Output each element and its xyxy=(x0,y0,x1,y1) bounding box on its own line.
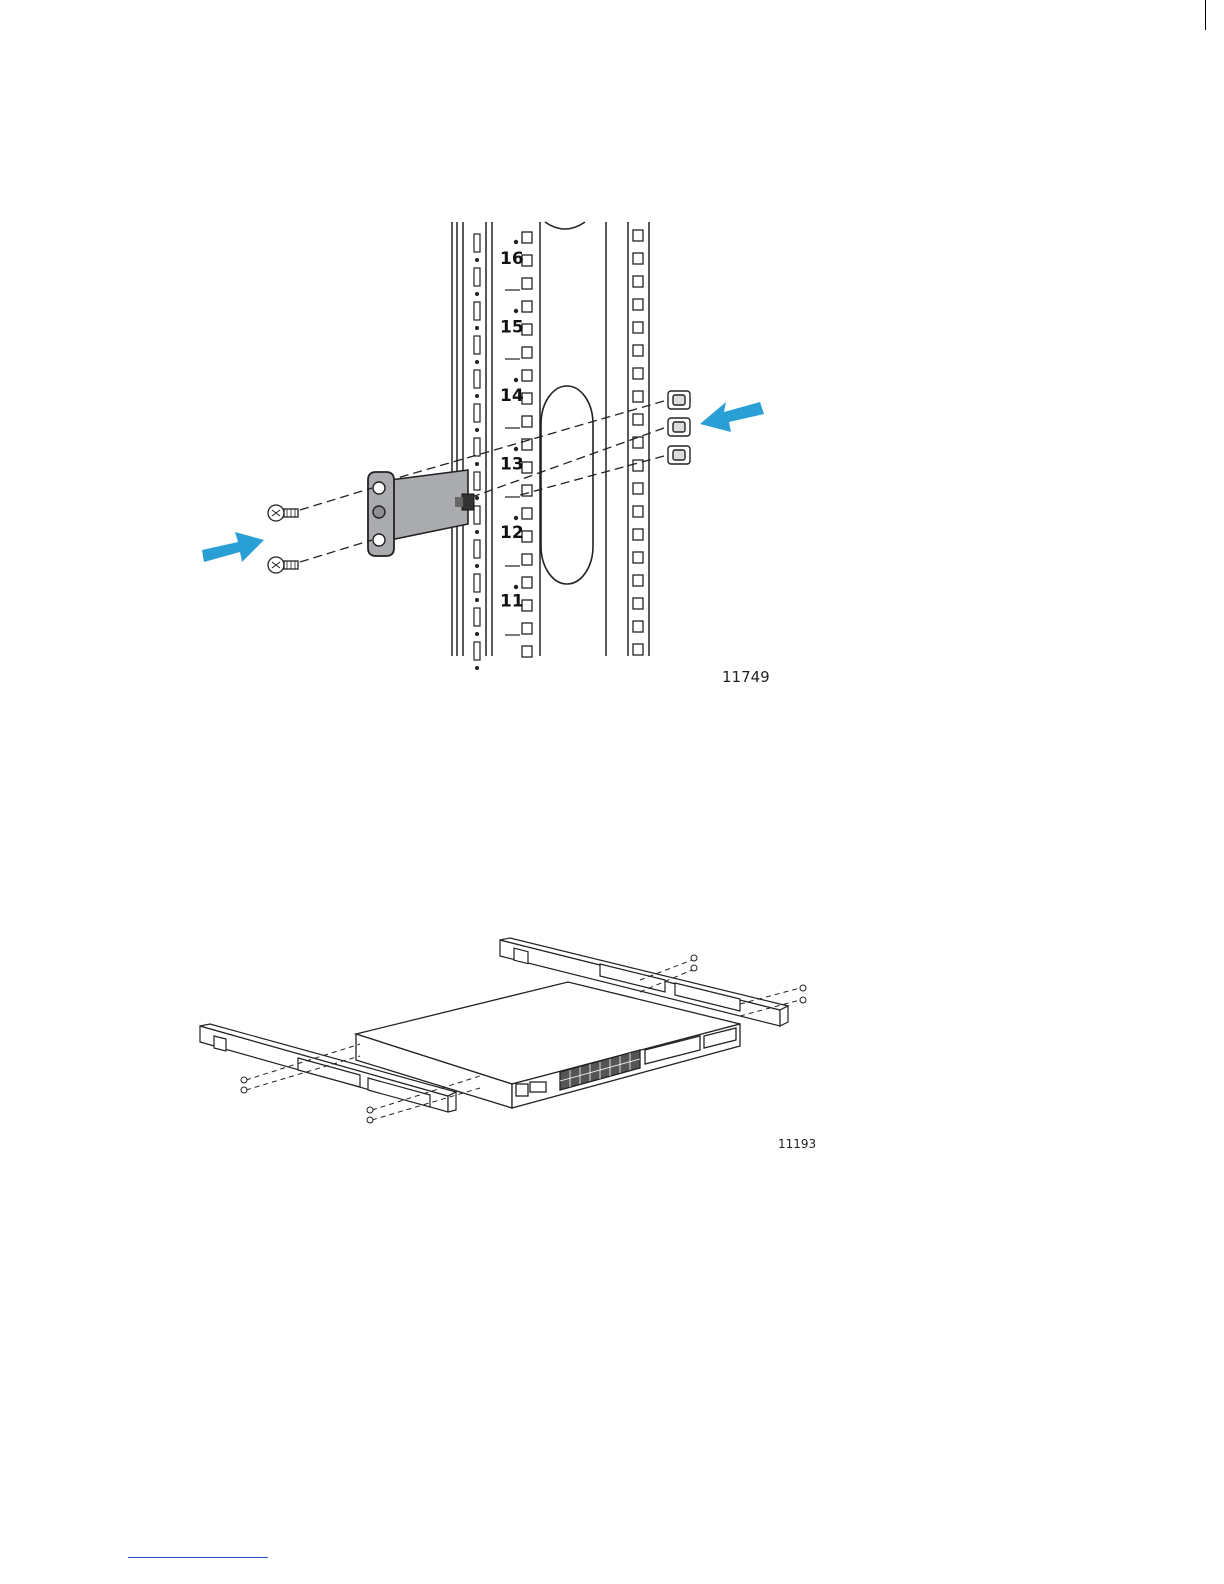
rail-slot xyxy=(474,336,480,354)
rail-square-hole xyxy=(522,623,532,634)
rail-top-cutout xyxy=(545,222,585,229)
rail-square-hole xyxy=(633,644,643,655)
rail-dot xyxy=(514,447,518,451)
rail-slot xyxy=(474,370,480,388)
rail-dot xyxy=(475,666,479,670)
rack-unit-label: 12 xyxy=(500,523,524,543)
rail-square-hole xyxy=(522,508,532,519)
rack-unit-label: 15 xyxy=(500,318,524,338)
rail-square-hole xyxy=(522,232,532,243)
rail-square-hole xyxy=(633,299,643,310)
rail-square-hole xyxy=(522,347,532,358)
rail-slot xyxy=(474,506,480,524)
rail-square-hole xyxy=(633,276,643,287)
rail-slot xyxy=(474,302,480,320)
rail-slots-left xyxy=(474,234,480,670)
rail-slot xyxy=(474,540,480,558)
rail-square-hole xyxy=(522,554,532,565)
switch-bracket-illustration xyxy=(0,900,1224,1180)
rack-unit-label: 11 xyxy=(500,592,524,612)
cage-nut-icon xyxy=(668,418,690,436)
rail-square-hole xyxy=(633,598,643,609)
screw-icon xyxy=(268,557,298,573)
screw-guide-lines xyxy=(300,488,372,562)
rack-unit-label: 13 xyxy=(500,455,524,475)
rail-dot xyxy=(475,632,479,636)
rail-square-hole xyxy=(633,621,643,632)
rail-slot xyxy=(474,404,480,422)
rack-bracket-figure: 16 15 14 13 12 11 xyxy=(0,0,1224,700)
rail-slot xyxy=(474,234,480,252)
rail-slot xyxy=(474,642,480,660)
rail-square-hole xyxy=(522,646,532,657)
rail-square-hole xyxy=(522,416,532,427)
rail-dot xyxy=(475,428,479,432)
figure-number: 11193 xyxy=(778,1137,816,1151)
rail-dot xyxy=(475,496,479,500)
rail-dot xyxy=(475,564,479,568)
switch-bracket-figure: 11193 xyxy=(0,900,1224,1180)
rail-slot xyxy=(474,608,480,626)
rack-unit-label: 14 xyxy=(500,386,524,406)
rack-unit-labels: 16 15 14 13 12 11 xyxy=(500,249,524,612)
rail-dot xyxy=(514,378,518,382)
cage-nuts xyxy=(668,391,690,464)
rail-dot xyxy=(514,309,518,313)
rail-square-hole xyxy=(522,301,532,312)
rail-square-hole xyxy=(522,577,532,588)
rail-square-hole xyxy=(633,345,643,356)
rail-dot xyxy=(514,516,518,520)
rail-square-hole xyxy=(633,575,643,586)
rack-unit-label: 16 xyxy=(500,249,524,269)
rail-dot xyxy=(475,292,479,296)
insert-arrow-icon xyxy=(700,402,764,432)
rail-dot xyxy=(475,326,479,330)
rail-dot xyxy=(475,360,479,364)
screw-icon xyxy=(268,505,298,521)
rail-square-hole xyxy=(633,230,643,241)
rail-dots xyxy=(505,240,520,635)
rail-square-hole xyxy=(522,370,532,381)
rail-square-hole xyxy=(633,529,643,540)
rail-dot xyxy=(514,240,518,244)
rail-slot xyxy=(474,472,480,490)
cage-nut-icon xyxy=(668,446,690,464)
rail-dot xyxy=(475,530,479,534)
rail-dot xyxy=(475,394,479,398)
rail-square-hole xyxy=(633,322,643,333)
figure-number: 11749 xyxy=(722,668,770,686)
rail-square-hole xyxy=(522,278,532,289)
rail-oval-cutout xyxy=(541,386,593,584)
rail-square-hole xyxy=(633,253,643,264)
mounting-bracket xyxy=(368,470,474,556)
rail-square-hole xyxy=(633,414,643,425)
rail-square-holes-right xyxy=(633,230,643,655)
rail-dot xyxy=(475,598,479,602)
rail-square-hole xyxy=(633,460,643,471)
rail-dot xyxy=(475,462,479,466)
rack-bracket-illustration: 16 15 14 13 12 11 xyxy=(0,0,1224,700)
rail-slot xyxy=(474,574,480,592)
footer-link-underline xyxy=(128,1557,268,1558)
rail-slot xyxy=(474,268,480,286)
rail-square-hole xyxy=(633,391,643,402)
rail-dot xyxy=(475,258,479,262)
rail-square-hole xyxy=(633,506,643,517)
rail-square-hole xyxy=(633,368,643,379)
insert-arrow-icon xyxy=(202,532,264,562)
rail-square-hole xyxy=(633,552,643,563)
rail-square-hole xyxy=(633,483,643,494)
rail-dot xyxy=(514,585,518,589)
cage-nut-icon xyxy=(668,391,690,409)
rail-slot xyxy=(474,438,480,456)
